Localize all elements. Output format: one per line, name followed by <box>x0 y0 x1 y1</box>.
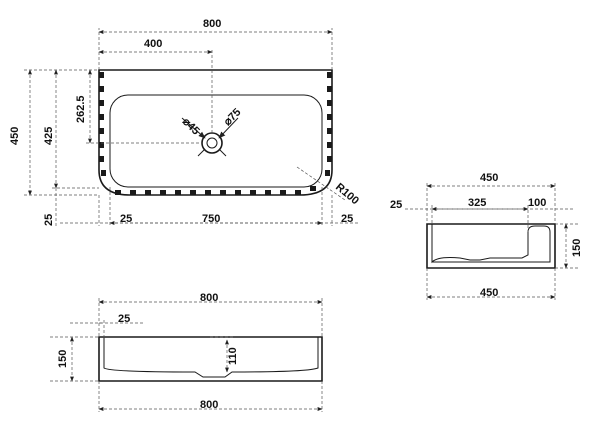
front-view-inner <box>103 337 319 378</box>
drain-outer <box>201 132 223 154</box>
dim-front-bottom: 800 <box>200 399 218 411</box>
dim-drain-75: ⌀75 <box>222 106 244 128</box>
dim-left-body: 425 <box>43 127 55 145</box>
dim-corner-radius: R100 <box>333 181 361 207</box>
front-view: 800 25 150 110 800 <box>50 292 323 412</box>
top-view: 800 400 450 425 262.5 ⌀45 ⌀75 R100 25 75… <box>9 18 361 226</box>
dim-rim-right: 25 <box>341 213 353 225</box>
dim-front-basin: 110 <box>227 347 239 365</box>
front-view-outline <box>98 336 323 382</box>
top-view-basin <box>109 94 323 188</box>
dim-top-width: 800 <box>203 18 221 30</box>
dim-bottom-left-gap: 25 <box>43 214 55 226</box>
dim-side-wall: 25 <box>390 199 402 211</box>
dim-side-bottom: 450 <box>480 287 498 299</box>
top-view-texture <box>99 72 332 195</box>
side-view: 450 25 325 100 150 450 <box>390 172 583 300</box>
dim-left-total: 450 <box>9 127 21 145</box>
dim-inner-width: 750 <box>202 213 220 225</box>
top-view-outline <box>98 69 333 196</box>
dim-drain-offset: 262.5 <box>75 95 87 123</box>
dim-front-rim: 25 <box>118 313 130 325</box>
drain-inner <box>206 137 218 149</box>
dim-side-shelf: 100 <box>528 197 546 209</box>
dim-side-height: 150 <box>571 239 583 257</box>
dim-front-height: 150 <box>57 350 69 368</box>
dim-side-inner: 325 <box>468 197 486 209</box>
dim-rim-left: 25 <box>120 213 132 225</box>
dim-side-width: 450 <box>480 172 498 184</box>
side-view-outline <box>426 223 556 269</box>
dim-front-top: 800 <box>200 292 218 304</box>
side-view-inner <box>431 224 551 264</box>
dim-half-width: 400 <box>144 38 162 50</box>
